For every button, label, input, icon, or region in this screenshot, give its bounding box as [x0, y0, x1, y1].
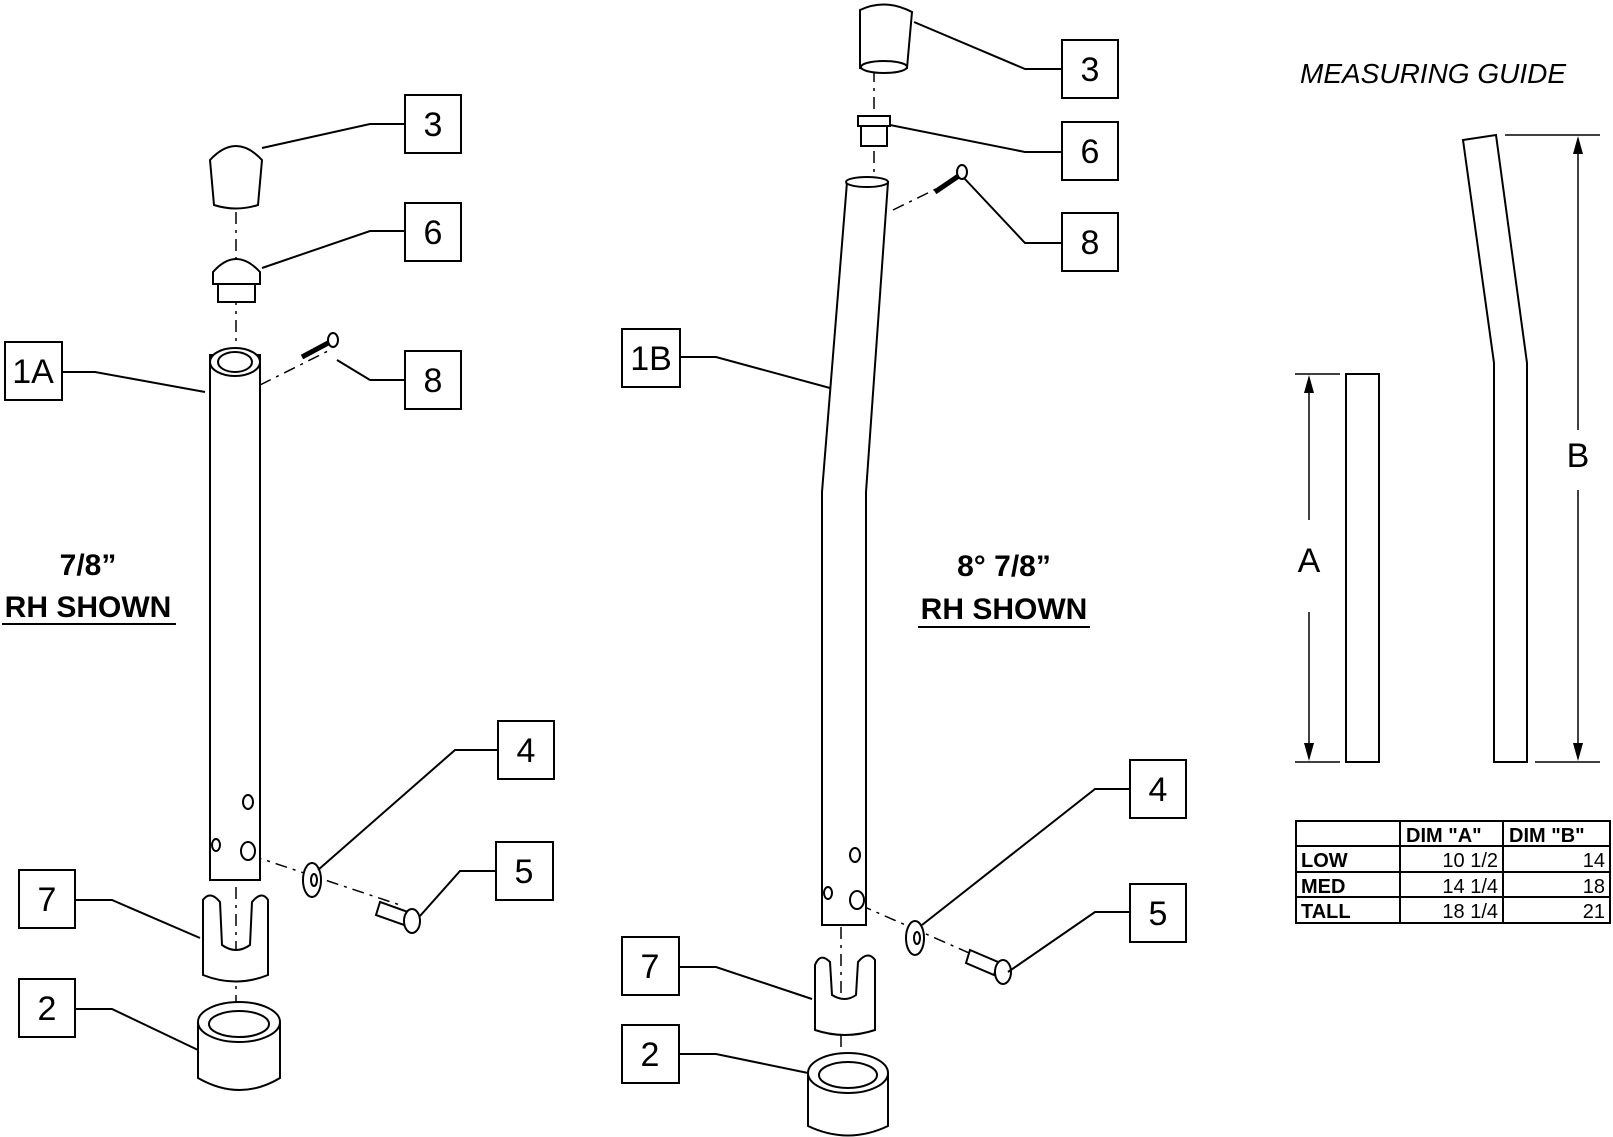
plug-part-6: [857, 115, 891, 147]
svg-text:5: 5: [515, 853, 534, 891]
callout-6-left: 6: [404, 202, 462, 262]
measuring-guide-title: MEASURING GUIDE: [1300, 58, 1566, 89]
table-header-dim-a: DIM "A": [1406, 825, 1482, 847]
svg-text:4: 4: [1149, 771, 1168, 809]
callout-3-left: 3: [404, 94, 462, 154]
table-row-label: LOW: [1301, 850, 1348, 872]
screw-part-8: [300, 332, 339, 360]
right-rh-shown-note: RH SHOWN: [921, 593, 1088, 626]
bolt-part-5: [964, 948, 1012, 985]
svg-text:5: 5: [1149, 895, 1168, 933]
callout-6-right: 6: [1061, 121, 1119, 181]
left-rh-shown-note: RH SHOWN: [5, 591, 172, 624]
svg-text:3: 3: [1081, 51, 1100, 89]
bent-tube-outline: [1461, 133, 1528, 763]
dimension-a: A: [1295, 373, 1340, 763]
table-cell: 18: [1583, 876, 1605, 898]
table-cell: 21: [1583, 901, 1605, 923]
callout-1a: 1A: [4, 341, 63, 401]
callout-7-left: 7: [18, 869, 76, 929]
cap-part-3: [208, 145, 264, 210]
foot-part-2: [197, 1001, 281, 1091]
table-cell: 18 1/4: [1442, 901, 1498, 923]
svg-text:4: 4: [517, 732, 536, 770]
clip-part-7: [814, 954, 876, 1036]
plug-part-6: [212, 258, 261, 303]
table-header-dim-b: DIM "B": [1509, 825, 1585, 847]
table-cell: 14 1/4: [1442, 876, 1498, 898]
table-row-label: MED: [1301, 876, 1345, 898]
svg-text:2: 2: [38, 990, 57, 1028]
callout-4-left: 4: [497, 720, 555, 780]
washer-part-4: [302, 862, 322, 898]
table-cell: 10 1/2: [1442, 850, 1498, 872]
right-assembly: 3 6 8 1B 4 5 7 2 8° 7/: [621, 3, 1187, 1137]
tube-part-1a: [209, 347, 261, 881]
svg-text:3: 3: [424, 106, 443, 144]
callout-5-right: 5: [1129, 883, 1187, 943]
svg-text:6: 6: [424, 214, 443, 252]
svg-text:2: 2: [641, 1036, 660, 1074]
table-row-label: TALL: [1301, 901, 1351, 923]
svg-text:7: 7: [641, 948, 660, 986]
svg-text:8: 8: [424, 362, 443, 400]
tube-part-1b: [821, 176, 890, 926]
svg-text:1A: 1A: [12, 353, 54, 391]
callout-8-right: 8: [1061, 212, 1119, 272]
measuring-guide: MEASURING GUIDE A B: [1295, 58, 1611, 924]
callout-5-left: 5: [495, 841, 554, 901]
screw-part-8: [933, 164, 968, 195]
svg-text:1B: 1B: [630, 340, 672, 378]
left-size-note: 7/8”: [60, 549, 117, 582]
svg-text:8: 8: [1081, 224, 1100, 262]
callout-4-right: 4: [1129, 759, 1187, 819]
callout-2-left: 2: [18, 978, 76, 1038]
callout-3-right: 3: [1061, 39, 1119, 99]
straight-tube-outline: [1345, 373, 1380, 763]
svg-text:6: 6: [1081, 133, 1100, 171]
callout-8-left: 8: [404, 350, 462, 410]
table-cell: 14: [1583, 850, 1605, 872]
callout-1b: 1B: [621, 328, 681, 388]
washer-part-4: [905, 920, 925, 956]
right-size-note: 8° 7/8”: [957, 550, 1051, 583]
foot-part-2: [807, 1052, 889, 1137]
svg-text:7: 7: [38, 881, 57, 919]
cap-part-3: [859, 3, 914, 74]
dimension-b: B: [1505, 134, 1600, 763]
dimension-b-label: B: [1567, 437, 1590, 475]
callout-2-right: 2: [621, 1024, 680, 1084]
bolt-part-5: [374, 900, 421, 934]
callout-7-right: 7: [621, 936, 680, 996]
dimension-a-label: A: [1298, 542, 1321, 580]
left-assembly: 3 6 1A 8 4 5 7 2 7/8”: [2, 94, 555, 1091]
dimension-table: DIM "A" DIM "B" LOW 10 1/2 14 MED 14 1/4…: [1295, 820, 1611, 924]
clip-part-7: [202, 894, 269, 983]
